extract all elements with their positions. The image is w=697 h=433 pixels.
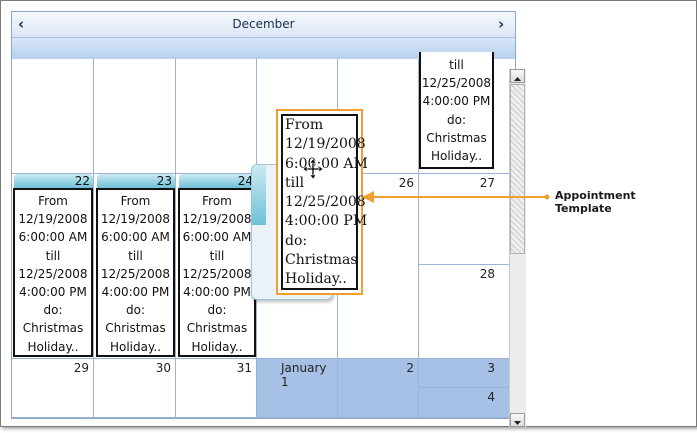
appointment-line: From [38, 194, 68, 208]
appointment-line: do: [446, 112, 466, 127]
day-number: 22 [74, 174, 90, 188]
appointment-line: 12/19/2008 [182, 212, 252, 227]
day-cell-jan-4[interactable]: 4 [419, 388, 515, 418]
appointment-template-content: From 12/19/2008 6:00:00 AM till 12/25/20… [281, 114, 368, 290]
template-line: 12/19/2008 [285, 136, 366, 153]
appointment-line: Christmas [186, 321, 248, 336]
scrollbar-thumb[interactable] [510, 84, 525, 254]
drag-ghost-strip [252, 165, 266, 225]
appointment-line: 4:00:00 PM [19, 285, 87, 300]
prev-month-button[interactable]: ‹ [18, 15, 25, 33]
day-cell-29[interactable]: 29 [12, 359, 94, 418]
appointment-block-22[interactable]: From 12/19/2008 6:00:00 AM till 12/25/20… [13, 188, 93, 357]
template-line: Christmas [285, 252, 358, 269]
appointment-line: Holiday.. [191, 339, 243, 354]
day-number: 28 [479, 267, 495, 281]
appointment-line: 4:00:00 PM [101, 285, 170, 300]
template-line: Holiday.. [285, 271, 347, 288]
appointment-line: 4:00:00 PM [183, 285, 251, 300]
day-number: 31 [236, 361, 252, 375]
day-number: 4 [487, 390, 495, 404]
move-cursor-icon [302, 158, 324, 180]
appointment-line: 4:00:00 PM [422, 94, 491, 109]
day-number: 29 [73, 361, 89, 375]
appointment-line: From [202, 194, 232, 208]
vertical-scrollbar[interactable] [509, 69, 526, 427]
appointment-line: 12/25/2008 [421, 76, 492, 91]
appointment-line: till [45, 248, 61, 263]
day-number: January 1 [281, 361, 327, 389]
day-number: 2 [406, 361, 414, 375]
appointment-line: do: [125, 303, 145, 318]
calendar-header: ‹ December › [12, 12, 515, 38]
callout-label: Appointment Template [555, 189, 636, 215]
day-number: 23 [156, 174, 172, 188]
template-line: From [285, 117, 324, 133]
day-cell-jan-3[interactable]: 3 [419, 359, 515, 388]
day-cell[interactable] [12, 59, 94, 174]
day-cell-27[interactable]: 27 [419, 174, 515, 265]
day-cell-jan-2[interactable]: 2 [338, 359, 419, 418]
appointment-block-23[interactable]: From 12/19/2008 6:00:00 AM till 12/25/20… [96, 188, 175, 357]
appointment-line: till [209, 248, 225, 263]
day-number: 26 [398, 176, 414, 190]
appointment-strip-23: 23 [97, 174, 175, 188]
month-calendar: ‹ December › 26 27 28 29 30 [11, 11, 526, 427]
scroll-up-icon [514, 77, 521, 81]
appointment-line: 12/19/2008 [100, 212, 171, 227]
appointment-block-continued[interactable]: till 12/25/2008 4:00:00 PM do: Christmas… [419, 52, 494, 169]
template-line: do: [285, 232, 308, 249]
appointment-line: Holiday.. [109, 339, 162, 354]
appointment-line: Christmas [22, 321, 84, 336]
day-cell[interactable] [94, 59, 176, 174]
template-line: 12/25/2008 [285, 194, 366, 211]
day-number: 24 [237, 174, 253, 188]
template-line: till [285, 174, 305, 191]
appointment-line: From [120, 194, 151, 208]
next-month-button[interactable]: › [498, 15, 505, 33]
day-number: 27 [479, 176, 495, 190]
appointment-line: 12/25/2008 [18, 266, 88, 281]
appointment-template[interactable]: From 12/19/2008 6:00:00 AM till 12/25/20… [276, 109, 368, 295]
appointment-line: till [128, 248, 143, 263]
appointment-line: Holiday.. [430, 149, 483, 164]
appointment-strip-22: 22 [14, 174, 93, 188]
appointment-line: do: [43, 303, 63, 318]
scroll-down-button[interactable] [510, 413, 525, 427]
day-cell-jan-1[interactable]: January 1 [257, 359, 338, 418]
day-cell-30[interactable]: 30 [94, 359, 176, 418]
appointment-line: till [449, 58, 464, 72]
appointment-block-24[interactable]: From 12/19/2008 6:00:00 AM till 12/25/20… [178, 188, 256, 357]
appointment-line: 12/25/2008 [100, 266, 171, 281]
day-number: 3 [487, 361, 495, 375]
appointment-line: 12/19/2008 [18, 212, 88, 227]
day-cell[interactable] [176, 59, 257, 174]
appointment-line: do: [207, 303, 227, 318]
appointment-line: 12/25/2008 [182, 266, 252, 281]
scroll-down-icon [514, 421, 521, 425]
appointment-line: Christmas [105, 321, 166, 336]
callout-arrow [362, 191, 550, 203]
appointment-line: Holiday.. [27, 339, 79, 354]
appointment-line: 6:00:00 AM [182, 230, 252, 245]
day-number: 30 [155, 361, 171, 375]
appointment-line: 6:00:00 AM [18, 230, 88, 245]
scroll-up-button[interactable] [510, 69, 525, 83]
appointment-line: Christmas [426, 130, 487, 145]
appointment-strip-24: 24 [179, 174, 256, 188]
template-line: 4:00:00 PM [285, 213, 368, 230]
day-cell-28[interactable]: 28 [419, 265, 515, 359]
day-cell-31[interactable]: 31 [176, 359, 257, 418]
month-title: December [232, 17, 295, 31]
appointment-line: 6:00:00 AM [101, 230, 170, 245]
